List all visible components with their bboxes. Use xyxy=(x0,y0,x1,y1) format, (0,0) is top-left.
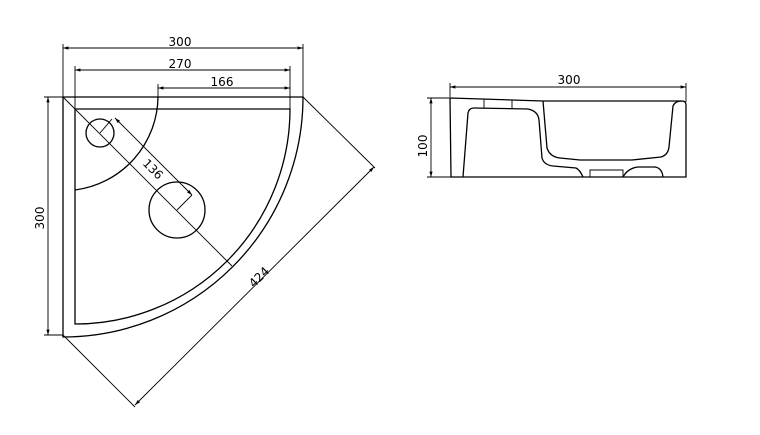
dim-side-width: 300 xyxy=(558,73,581,87)
deck-arc xyxy=(74,96,159,191)
side-foot xyxy=(622,166,664,178)
dim-bowl-offset: 166 xyxy=(211,75,234,89)
side-view: 300 100 xyxy=(416,73,687,178)
dim-line-hole-spacing xyxy=(114,117,193,196)
dim-overall-depth: 300 xyxy=(33,207,47,230)
dim-line-diagonal xyxy=(134,166,375,406)
side-outline xyxy=(449,97,687,178)
dim-diagonal: 424 xyxy=(246,264,272,290)
dim-side-height: 100 xyxy=(416,135,430,158)
center-diagonal xyxy=(62,96,233,267)
side-left-compartment xyxy=(462,107,584,178)
dim-overall-width: 300 xyxy=(169,35,192,49)
drain xyxy=(589,169,624,177)
dim-inner-width: 270 xyxy=(169,57,192,71)
plan-view: 136 300 270 166 300 424 xyxy=(33,35,376,408)
tap-hole xyxy=(85,118,115,148)
side-bowl xyxy=(542,100,683,161)
